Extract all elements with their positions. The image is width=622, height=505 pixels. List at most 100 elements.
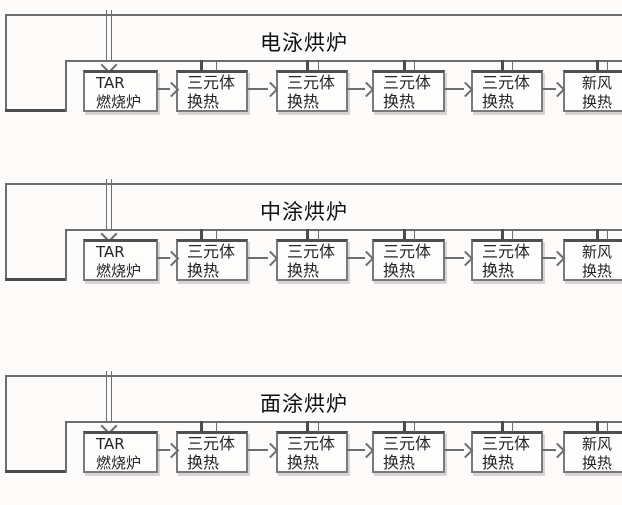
flow-arrow-line (247, 257, 268, 259)
connector-tick (318, 60, 319, 71)
connector-tick (596, 421, 599, 432)
duct-line (106, 10, 107, 62)
inlet-box-right-line (65, 229, 67, 281)
box-label: TAR (96, 435, 125, 453)
box-label: 三元体 (383, 434, 432, 453)
connector-tick (501, 229, 504, 240)
box-label: 三元体 (383, 242, 432, 261)
heat-exchanger-box: 三元体 换热 (276, 239, 348, 281)
oven-bottom-line (65, 60, 622, 62)
connector-tick (216, 421, 217, 432)
duct-line (106, 371, 107, 423)
inlet-box-bottom-line (5, 278, 67, 281)
duct-line (106, 179, 107, 231)
heat-exchanger-box: 三元体 换热 (176, 70, 248, 112)
connector-tick (306, 229, 309, 240)
flow-arrow-line (542, 449, 556, 451)
connector-tick (318, 421, 319, 432)
oven-title: 电泳烘炉 (260, 31, 348, 55)
heat-exchanger-box: 三元体 换热 (372, 70, 445, 112)
oven-top-line (5, 14, 622, 16)
connector-tick (501, 421, 504, 432)
connector-tick (200, 60, 203, 71)
box-label: 换热 (187, 261, 220, 280)
tar-furnace-box: TAR 燃烧炉 (83, 431, 158, 473)
box-label: 三元体 (482, 434, 531, 453)
box-label: TAR (96, 74, 125, 92)
flow-arrow-line (346, 449, 365, 451)
flow-arrow-line (542, 88, 556, 90)
box-label: 燃烧炉 (96, 93, 142, 111)
duct-line (111, 179, 112, 231)
connector-tick (216, 60, 217, 71)
flow-arrow-line (444, 88, 464, 90)
box-label: 换热 (383, 453, 416, 472)
connector-tick (414, 229, 415, 240)
box-label: 三元体 (482, 73, 531, 92)
oven-top-line (5, 183, 622, 185)
flow-arrow-line (444, 257, 464, 259)
box-label: 三元体 (187, 434, 236, 453)
connector-tick (414, 60, 415, 71)
oven-bottom-line (65, 421, 622, 423)
flow-arrow-line (247, 88, 268, 90)
heat-exchanger-box: 三元体 换热 (372, 239, 445, 281)
box-label: 换热 (383, 92, 416, 111)
oven-title: 中涂烘炉 (260, 200, 348, 224)
box-label: 换热 (383, 261, 416, 280)
fresh-air-exchanger-box: 新风 换热 (563, 431, 622, 473)
box-label: TAR (96, 243, 125, 261)
connector-tick (607, 60, 608, 71)
box-label: 换热 (582, 454, 613, 472)
heat-exchanger-box: 三元体 换热 (276, 70, 348, 112)
connector-tick (403, 60, 406, 71)
heat-exchanger-box: 三元体 换热 (276, 431, 348, 473)
heat-exchanger-box: 三元体 换热 (471, 70, 543, 112)
inlet-box-right-line (65, 421, 67, 473)
box-label: 换热 (482, 453, 515, 472)
connector-tick (403, 229, 406, 240)
tar-furnace-box: TAR 燃烧炉 (83, 70, 158, 112)
connector-tick (607, 421, 608, 432)
flow-arrow-line (444, 449, 464, 451)
inlet-box-left-line (5, 14, 7, 112)
connector-tick (216, 229, 217, 240)
flow-arrow-line (346, 88, 365, 90)
connector-tick (200, 229, 203, 240)
connector-tick (512, 60, 513, 71)
tar-furnace-box: TAR 燃烧炉 (83, 239, 158, 281)
heat-exchanger-box: 三元体 换热 (471, 431, 543, 473)
flow-arrow-line (346, 257, 365, 259)
box-label: 换热 (482, 92, 515, 111)
box-label: 新风 (582, 435, 613, 453)
inlet-box-right-line (65, 60, 67, 112)
box-label: 三元体 (287, 242, 336, 261)
connector-tick (306, 60, 309, 71)
connector-tick (403, 421, 406, 432)
box-label: 换热 (187, 92, 220, 111)
connector-tick (414, 421, 415, 432)
box-label: 换热 (287, 92, 320, 111)
connector-tick (200, 421, 203, 432)
box-label: 换热 (287, 453, 320, 472)
box-label: 三元体 (383, 73, 432, 92)
flow-arrow-line (157, 257, 170, 259)
oven-top-line (5, 375, 622, 377)
box-label: 燃烧炉 (96, 262, 142, 280)
connector-tick (512, 421, 513, 432)
oven-bottom-line (65, 229, 622, 231)
flow-arrow-line (542, 257, 556, 259)
connector-tick (607, 229, 608, 240)
box-label: 三元体 (187, 73, 236, 92)
inlet-box-bottom-line (5, 109, 67, 112)
box-label: 换热 (187, 453, 220, 472)
box-label: 换热 (287, 261, 320, 280)
oven-section-primer: 中涂烘炉 TAR 燃烧炉 三元体 换热 三元体 换热 三元体 换热 三元体 换热… (0, 179, 622, 287)
connector-tick (306, 421, 309, 432)
heat-exchanger-box: 三元体 换热 (471, 239, 543, 281)
connector-tick (596, 60, 599, 71)
heat-exchanger-box: 三元体 换热 (176, 239, 248, 281)
duct-line (111, 10, 112, 62)
box-label: 燃烧炉 (96, 454, 142, 472)
